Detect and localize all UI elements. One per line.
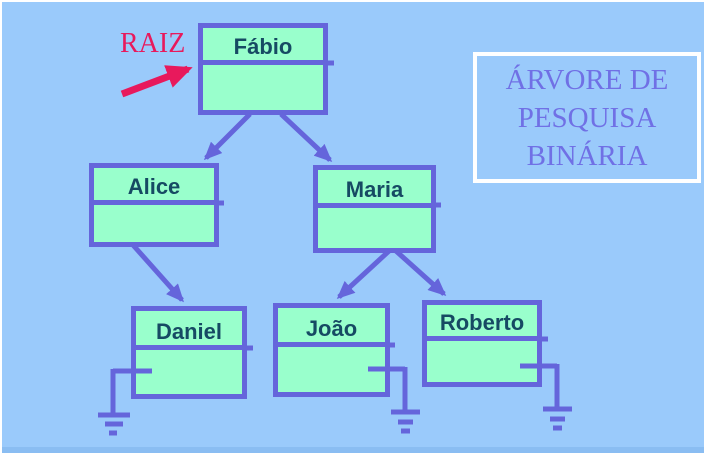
node-pointer-cell-fabio: [203, 65, 323, 110]
raiz-label: RAIZ: [120, 28, 186, 59]
title-line-1: ÁRVORE DE: [505, 63, 669, 96]
title-line-3: BINÁRIA: [526, 139, 648, 172]
node-label-joao: João: [278, 308, 385, 347]
node-label-alice: Alice: [94, 168, 214, 205]
tree-node-alice: Alice: [89, 163, 219, 247]
node-pointer-cell-alice: [94, 205, 214, 242]
node-label-maria: Maria: [318, 170, 431, 208]
node-label-fabio: Fábio: [203, 28, 323, 65]
tree-node-roberto: Roberto: [422, 300, 542, 387]
node-pointer-cell-maria: [318, 208, 431, 248]
node-label-roberto: Roberto: [427, 305, 537, 341]
tree-node-maria: Maria: [313, 165, 436, 253]
tree-node-fabio: Fábio: [198, 23, 328, 115]
title-box: ÁRVORE DE PESQUISA BINÁRIA: [473, 52, 701, 183]
tree-node-joao: João: [273, 303, 390, 397]
node-label-daniel: Daniel: [136, 311, 242, 350]
tree-node-daniel: Daniel: [131, 306, 247, 399]
node-pointer-cell-joao: [278, 347, 385, 392]
node-pointer-cell-daniel: [136, 350, 242, 394]
slide-bottom-edge: [2, 447, 704, 453]
node-pointer-cell-roberto: [427, 341, 537, 382]
title-line-2: PESQUISA: [517, 101, 657, 134]
